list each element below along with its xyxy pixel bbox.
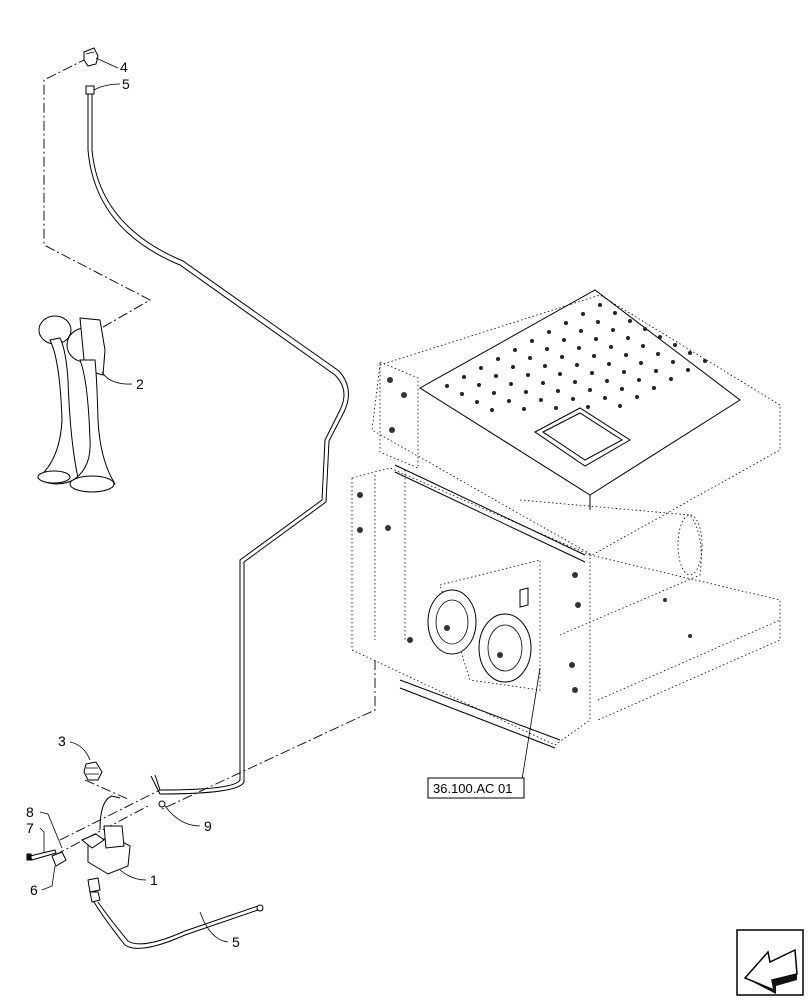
next-page-arrow-icon[interactable]	[736, 929, 804, 996]
callout-labels: 4 5 2 3 8 7 9 1 6 5	[26, 59, 240, 950]
callout-leaders	[39, 57, 541, 943]
callout-5-lower: 5	[232, 934, 240, 950]
valve-assembly	[26, 761, 166, 903]
callout-6: 6	[30, 882, 38, 898]
callout-1: 1	[150, 872, 158, 888]
reference-box[interactable]: 36.100.AC 01	[427, 777, 525, 799]
deck-perforations	[445, 303, 707, 412]
fitting-4	[83, 47, 99, 67]
callout-2: 2	[136, 376, 144, 392]
callout-8: 8	[26, 804, 34, 820]
air-hose-upper	[85, 85, 349, 795]
machine-frame	[351, 289, 781, 749]
reference-box-label[interactable]: 36.100.AC 01	[433, 781, 513, 796]
callout-5-upper: 5	[122, 76, 130, 92]
air-horn-2	[37, 315, 116, 493]
air-hose-lower	[93, 901, 264, 949]
callout-3: 3	[58, 733, 66, 749]
callout-9: 9	[204, 818, 212, 834]
callout-4: 4	[120, 59, 128, 75]
callout-7: 7	[26, 820, 34, 836]
assembly-leader-lines	[43, 57, 376, 856]
